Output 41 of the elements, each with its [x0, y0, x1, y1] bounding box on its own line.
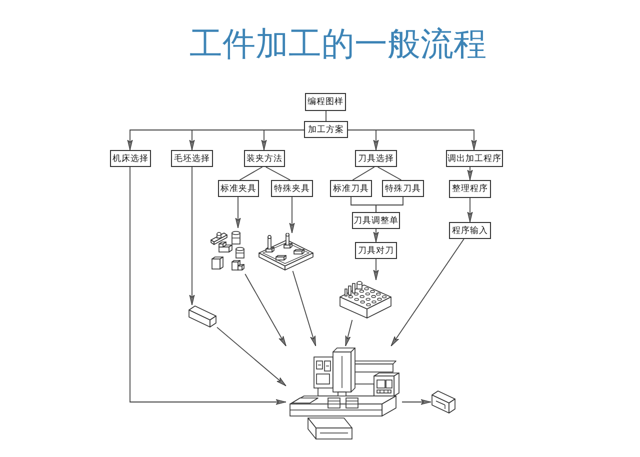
- arrow: [467, 166, 473, 180]
- blank-block-drawing: [188, 305, 217, 328]
- process-box: 装夹方法: [244, 150, 285, 167]
- arrow: [235, 196, 241, 228]
- connector-line: [239, 166, 263, 180]
- arrow: [390, 238, 464, 346]
- arrow: [348, 130, 477, 150]
- process-box: 毛坯选择: [171, 150, 213, 167]
- connector-line: [376, 196, 404, 212]
- process-box: 刀具选择: [355, 150, 397, 167]
- arrow: [292, 270, 316, 346]
- process-box: 整理程序: [449, 180, 491, 198]
- arrow: [130, 166, 286, 405]
- arrow: [373, 258, 379, 280]
- connector-line: [352, 166, 375, 180]
- tool-holder-drawing: [338, 280, 393, 320]
- process-box: 刀具调整单: [352, 212, 400, 229]
- arrow: [244, 274, 286, 346]
- process-box: 加工方案: [304, 121, 348, 138]
- arrow: [261, 130, 304, 150]
- process-box: 机床选择: [110, 150, 151, 167]
- arrow: [216, 326, 286, 386]
- process-box: 标准夹具: [218, 180, 259, 197]
- arrow: [402, 399, 432, 405]
- arrow: [373, 228, 379, 242]
- arrow: [289, 196, 295, 234]
- title: 工件加工的一般流程: [190, 24, 486, 64]
- arrow: [467, 198, 473, 222]
- process-box: 刀具对刀: [355, 242, 397, 259]
- connector-line: [265, 166, 291, 180]
- process-box: 特殊刀具: [382, 180, 424, 197]
- process-box: 调出加工程序: [446, 150, 503, 167]
- process-box: 标准刀具: [330, 180, 372, 197]
- arrow: [345, 320, 353, 346]
- arrow: [189, 166, 195, 306]
- workpiece-drawing: [431, 390, 456, 414]
- process-box: 编程图样: [305, 93, 346, 111]
- process-box: 程序输入: [449, 222, 491, 239]
- fixture-plate-drawing: [258, 233, 314, 271]
- connector-line: [377, 166, 402, 180]
- process-box: 特殊夹具: [271, 180, 313, 197]
